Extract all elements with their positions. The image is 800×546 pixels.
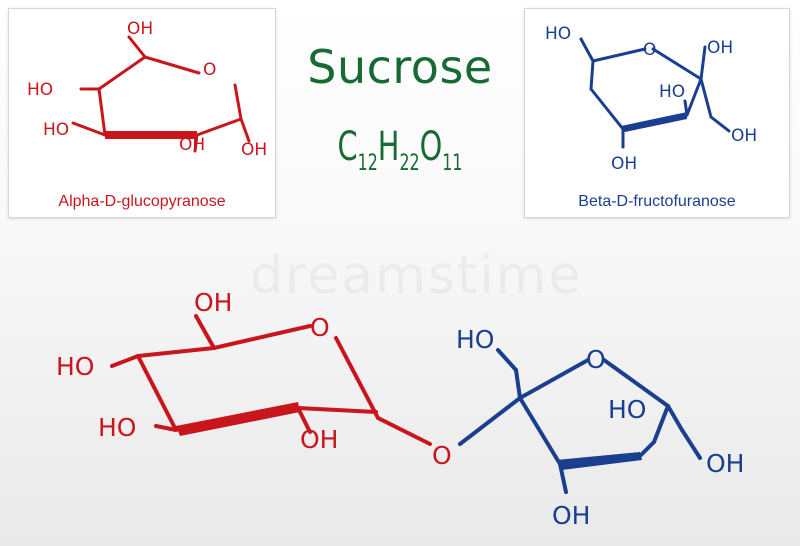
glucose-ring-oxygen-label: O <box>203 60 216 80</box>
molecular-formula: C12H22O11 <box>301 124 499 176</box>
fructose-oh-top-right-label: OH <box>707 38 733 58</box>
sucrose-glucose-unit: OH O HO HO OH <box>56 288 432 454</box>
glucose-oh-bottom-label: OH <box>179 135 205 155</box>
sucrose-fructose-unit: HO O HO OH OH <box>456 325 744 530</box>
glucose-caption: Alpha-D-glucopyranose <box>58 193 226 210</box>
sucrose-glucose-ring-oxygen-label: O <box>310 313 330 342</box>
glucose-ho-bottom-label: HO <box>43 120 69 140</box>
sucrose-glucose-ho-left-label: HO <box>56 352 94 381</box>
formula-oxygen: O <box>419 124 443 170</box>
formula-carbon-count: 12 <box>357 151 378 176</box>
sucrose-fructose-ho-top-label: HO <box>456 325 494 354</box>
formula-oxygen-count: 11 <box>442 151 463 176</box>
page-title: Sucrose <box>307 40 493 94</box>
fructose-ho-inner-label: HO <box>659 82 685 102</box>
fructose-panel: HO O OH HO OH OH Beta-D-fructofuranose <box>524 8 790 218</box>
fructose-oh-bottom-label: OH <box>611 154 637 174</box>
glucose-ho-left-label: HO <box>27 80 53 100</box>
fructose-oh-right-label: OH <box>731 126 757 146</box>
fructose-structure: HO O OH HO OH OH <box>545 24 757 174</box>
sucrose-fructose-ring-oxygen-label: O <box>586 345 606 374</box>
sucrose-fructose-oh-bottom-label: OH <box>552 501 590 530</box>
fructose-ho-top-label: HO <box>545 24 571 44</box>
glucose-structure: OH O HO HO OH OH <box>27 19 267 160</box>
fructose-ring-oxygen-label: O <box>643 40 656 60</box>
formula-hydrogen-count: 22 <box>399 151 420 176</box>
fructose-caption: Beta-D-fructofuranose <box>578 193 736 210</box>
glucose-oh-right-label: OH <box>241 140 267 160</box>
watermark: dreamstime <box>250 246 583 306</box>
formula-hydrogen: H <box>377 124 400 170</box>
glucose-panel: OH O HO HO OH OH Alpha-D-glucopyranose <box>8 8 276 218</box>
sucrose-fructose-ho-inner-label: HO <box>608 395 646 424</box>
sucrose-glucose-ho-bottom-label: HO <box>98 413 136 442</box>
sucrose-fructose-oh-right-label: OH <box>706 449 744 478</box>
sucrose-glucose-oh-bottom-label: OH <box>300 425 338 454</box>
bridge-oxygen-label: O <box>432 441 452 470</box>
glucose-oh-top-label: OH <box>127 19 153 39</box>
sucrose-glucose-oh-top-label: OH <box>194 288 232 317</box>
glycosidic-bridge: O <box>432 441 452 470</box>
formula-carbon: C <box>337 124 358 170</box>
